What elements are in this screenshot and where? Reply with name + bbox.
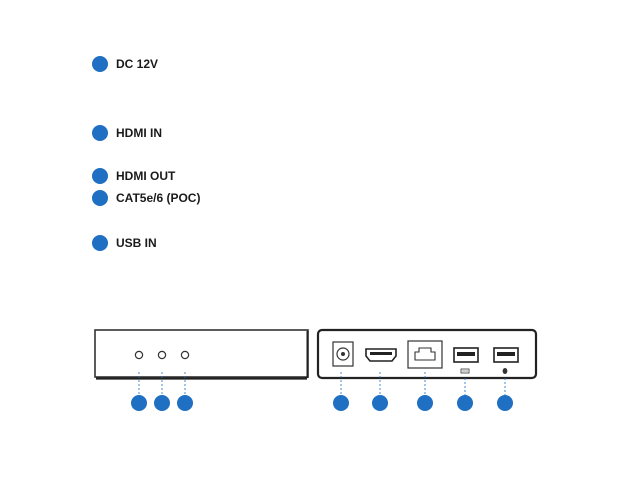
front-panel-body [95,330,308,377]
front-panel [95,330,308,379]
callout-marker-front-2 [154,395,170,411]
callout-marker-rj45 [417,395,433,411]
rear-panel [318,330,536,378]
callout-marker-front-3 [177,395,193,411]
mouse-icon [503,368,508,374]
callout-marker-usb-2 [497,395,513,411]
callout-marker-usb-1 [457,395,473,411]
callout-marker-dc [333,395,349,411]
callout-marker-hdmi [372,395,388,411]
dc-power-jack [333,342,353,366]
rj45-port [408,341,442,368]
led-indicator-2 [158,351,165,358]
hdmi-port [366,349,396,361]
callout-markers [131,395,513,411]
led-indicator-3 [181,351,188,358]
callout-marker-front-1 [131,395,147,411]
led-indicator-1 [135,351,142,358]
